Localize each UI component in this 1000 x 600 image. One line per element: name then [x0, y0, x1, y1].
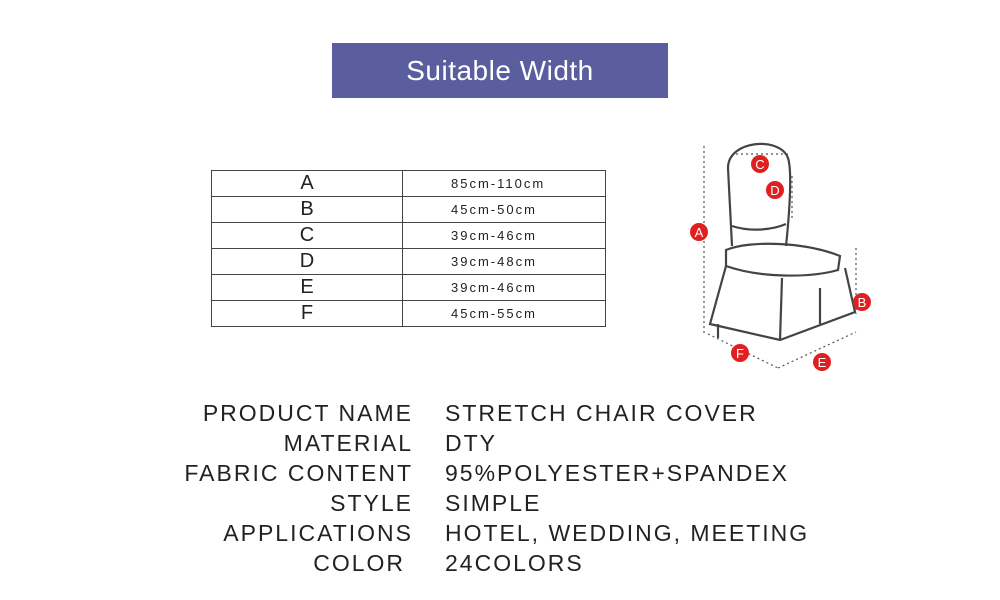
chair-diagram: A B C D E F [690, 142, 871, 371]
suitable-width-banner: Suitable Width [332, 43, 668, 98]
size-value: 45cm-50cm [402, 196, 606, 223]
spec-label: COLOR [313, 550, 405, 576]
spec-label: FABRIC CONTENT [184, 460, 413, 486]
marker-b-label: B [858, 295, 867, 310]
marker-c-label: C [755, 157, 764, 172]
marker-f-label: F [736, 346, 744, 361]
spec-label: PRODUCT NAME [202, 400, 413, 426]
size-value: 85cm-110cm [402, 170, 606, 197]
marker-a: A [690, 223, 708, 241]
size-value: 45cm-55cm [402, 300, 606, 327]
spec-value: SIMPLE [445, 490, 542, 516]
table-row: E 39cm-46cm [211, 274, 606, 301]
marker-c: C [751, 155, 769, 173]
spec-value: STRETCH CHAIR COVER [445, 400, 758, 426]
spec-label: APPLICATIONS [223, 520, 413, 546]
spec-row-material: MATERIAL DTY [0, 430, 1000, 460]
spec-row-product-name: PRODUCT NAME STRETCH CHAIR COVER [0, 400, 1000, 430]
marker-a-label: A [695, 225, 704, 240]
size-letter: D [211, 248, 403, 275]
spec-row-fabric-content: FABRIC CONTENT 95%POLYESTER+SPANDEX [0, 460, 1000, 490]
spec-label: STYLE [330, 490, 413, 516]
marker-d: D [766, 181, 784, 199]
spec-row-applications: APPLICATIONS HOTEL, WEDDING, MEETING [0, 520, 1000, 550]
spec-label: MATERIAL [283, 430, 413, 456]
size-letter: F [211, 300, 403, 327]
marker-e-label: E [818, 355, 827, 370]
marker-f: F [731, 344, 749, 362]
spec-value: DTY [445, 430, 497, 456]
size-letter: E [211, 274, 403, 301]
table-row: F 45cm-55cm [211, 300, 606, 327]
spec-value: 24COLORS [445, 550, 584, 576]
spec-row-style: STYLE SIMPLE [0, 490, 1000, 520]
marker-b: B [853, 293, 871, 311]
spec-value: HOTEL, WEDDING, MEETING [445, 520, 810, 546]
size-table: A 85cm-110cm B 45cm-50cm C 39cm-46cm D 3… [211, 170, 606, 327]
table-row: A 85cm-110cm [211, 170, 606, 197]
size-value: 39cm-48cm [402, 248, 606, 275]
size-value: 39cm-46cm [402, 222, 606, 249]
size-letter: A [211, 170, 403, 197]
spec-value: 95%POLYESTER+SPANDEX [445, 460, 790, 486]
size-letter: C [211, 222, 403, 249]
table-row: C 39cm-46cm [211, 222, 606, 249]
size-letter: B [211, 196, 403, 223]
table-row: B 45cm-50cm [211, 196, 606, 223]
table-row: D 39cm-48cm [211, 248, 606, 275]
banner-title: Suitable Width [406, 54, 594, 86]
size-value: 39cm-46cm [402, 274, 606, 301]
marker-e: E [813, 353, 831, 371]
dimension-markers: A B C D E F [690, 155, 871, 371]
marker-d-label: D [770, 183, 779, 198]
spec-row-color: COLOR 24COLORS [0, 550, 1000, 580]
